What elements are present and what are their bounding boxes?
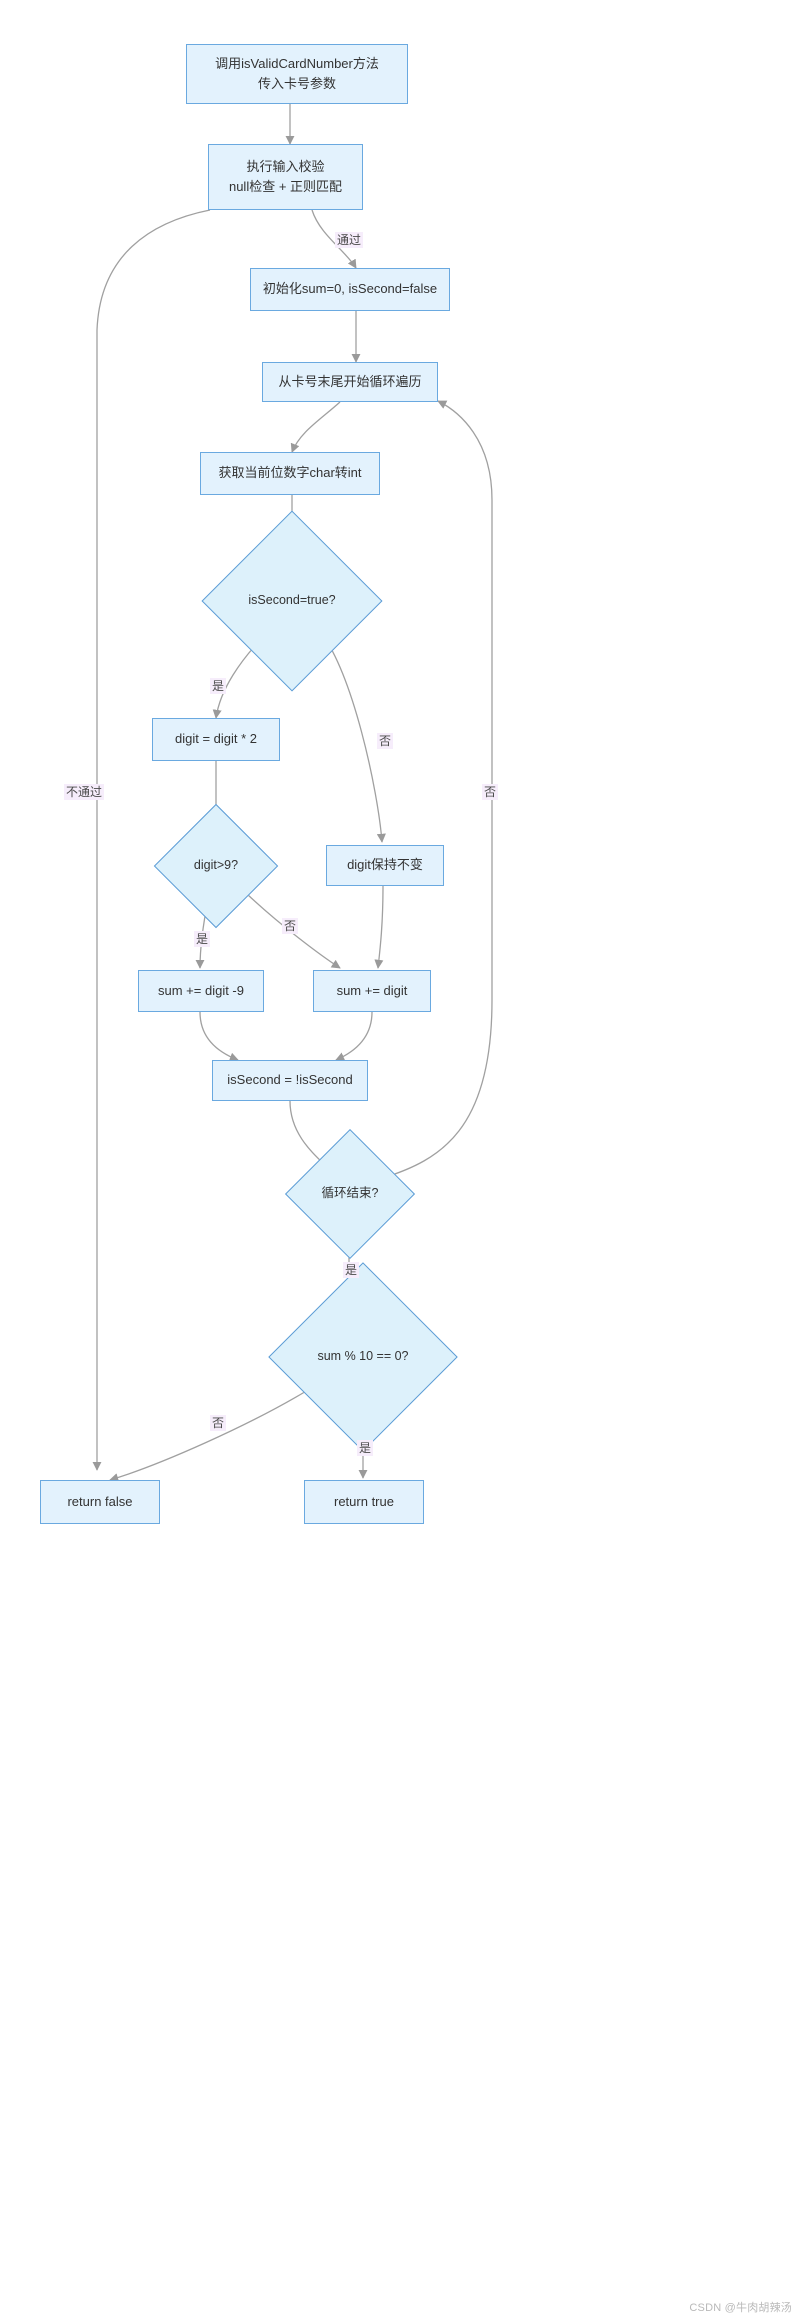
node-toggle-second[interactable]: isSecond = !isSecond: [212, 1060, 368, 1101]
node-return-true[interactable]: return true: [304, 1480, 424, 1524]
node-digit-keep-label: digit保持不变: [347, 857, 423, 873]
edge-sumplain-to-togglesecond: [335, 1011, 373, 1061]
node-validate-label: 执行输入校验 null检查 + 正则匹配: [228, 158, 343, 194]
edge-label-no-mod: 否: [210, 1415, 227, 1432]
node-validate[interactable]: 执行输入校验 null检查 + 正则匹配: [208, 144, 363, 210]
node-toggle-second-label: isSecond = !isSecond: [227, 1072, 353, 1088]
node-mod-check[interactable]: sum % 10 == 0?: [268, 1262, 458, 1452]
node-mod-check-label: sum % 10 == 0?: [317, 1349, 409, 1364]
node-char-to-int-label: 获取当前位数字char转int: [218, 465, 362, 481]
node-loop-start-label: 从卡号末尾开始循环遍历: [278, 373, 422, 389]
node-start-label: 调用isValidCardNumber方法 传入卡号参数: [215, 55, 379, 91]
node-start[interactable]: 调用isValidCardNumber方法 传入卡号参数: [186, 44, 408, 104]
node-sum-plain-label: sum += digit: [336, 982, 408, 998]
edge-summinus9-to-togglesecond: [199, 1011, 239, 1062]
node-digit-keep[interactable]: digit保持不变: [326, 845, 444, 886]
node-is-second[interactable]: isSecond=true?: [201, 510, 383, 692]
node-return-true-label: return true: [334, 1493, 394, 1509]
edge-label-no-is-second: 否: [377, 733, 394, 750]
node-return-false[interactable]: return false: [40, 1480, 160, 1524]
node-sum-minus9[interactable]: sum += digit -9: [138, 970, 264, 1012]
edge-label-no-digit-gt9: 否: [282, 918, 299, 935]
node-sum-plain[interactable]: sum += digit: [313, 970, 431, 1012]
node-init-label: 初始化sum=0, isSecond=false: [262, 281, 438, 297]
node-return-false-label: return false: [67, 1493, 133, 1509]
node-char-to-int[interactable]: 获取当前位数字char转int: [200, 452, 380, 495]
node-digit-double[interactable]: digit = digit * 2: [152, 718, 280, 761]
node-loop-end-label: 循环结束?: [321, 1186, 379, 1201]
node-is-second-label: isSecond=true?: [248, 593, 336, 608]
edge-loopstart-to-chartoint: [290, 401, 341, 453]
node-digit-gt9-label: digit>9?: [193, 858, 239, 873]
edge-modcheck-to-returnfalse: [109, 1389, 309, 1483]
edge-label-yes-loop-end: 是: [343, 1262, 360, 1279]
edge-label-no-loop-end: 否: [482, 784, 499, 801]
edge-label-yes-is-second: 是: [210, 678, 227, 695]
node-loop-start[interactable]: 从卡号末尾开始循环遍历: [262, 362, 438, 402]
node-digit-double-label: digit = digit * 2: [174, 731, 258, 747]
edge-digitkeep-to-sumplain: [374, 885, 384, 969]
edge-label-fail: 不通过: [64, 784, 105, 801]
edge-loopend-to-loopstart: [382, 400, 493, 1179]
watermark: CSDN @牛肉胡辣汤: [689, 2302, 792, 2314]
edge-label-pass: 通过: [335, 232, 364, 249]
node-init[interactable]: 初始化sum=0, isSecond=false: [250, 268, 450, 311]
node-sum-minus9-label: sum += digit -9: [158, 982, 244, 998]
edge-label-yes-digit-gt9: 是: [194, 931, 211, 948]
node-digit-gt9[interactable]: digit>9?: [153, 803, 279, 929]
edge-label-yes-mod: 是: [357, 1440, 374, 1457]
node-loop-end[interactable]: 循环结束?: [284, 1128, 416, 1260]
